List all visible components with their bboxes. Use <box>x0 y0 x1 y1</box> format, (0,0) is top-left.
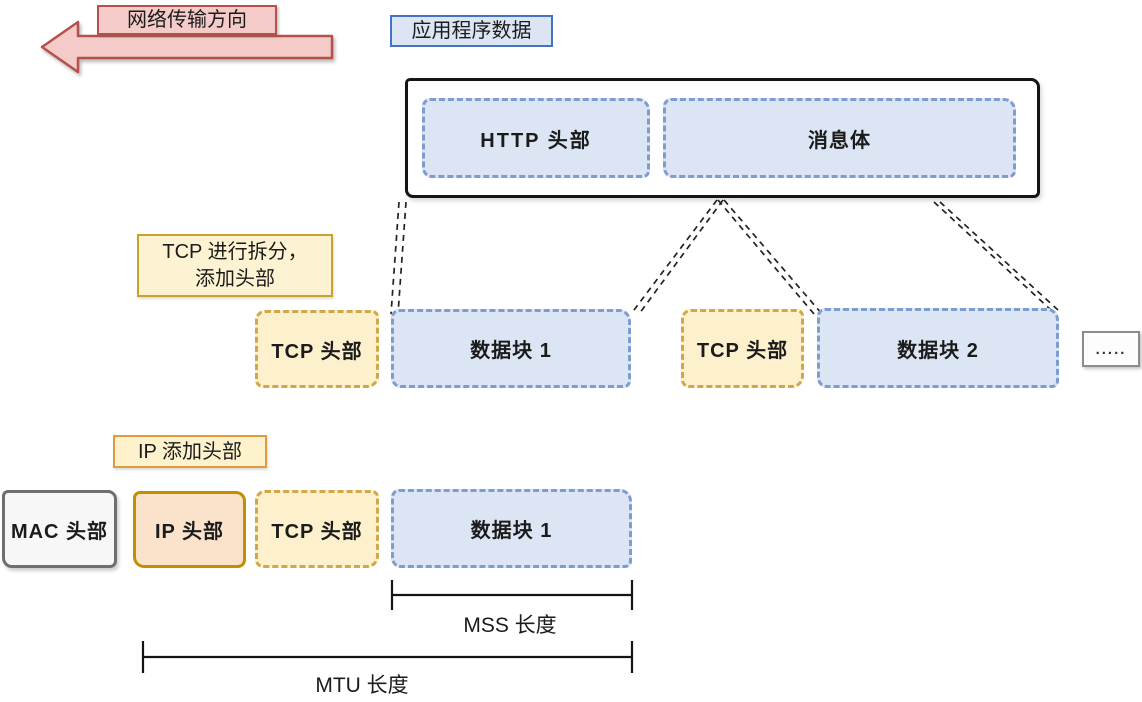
http-header-block: HTTP 头部 <box>422 98 650 178</box>
direction-label: 网络传输方向 <box>97 5 277 35</box>
connector-left-outer <box>390 201 400 315</box>
connector-right-outer <box>933 201 1052 311</box>
data-block-1: 数据块 1 <box>391 309 631 388</box>
more-blocks-indicator: ..... <box>1082 331 1140 367</box>
connector-mid-left-inner <box>638 199 724 315</box>
left-arrow-shape <box>40 20 334 74</box>
tcp-header-block-2: TCP 头部 <box>681 309 804 388</box>
ip-add-header-note: IP 添加头部 <box>113 435 267 468</box>
mac-header-block: MAC 头部 <box>2 490 117 568</box>
connector-left-inner <box>397 201 407 315</box>
tcp-split-note: TCP 进行拆分， 添加头部 <box>137 234 333 297</box>
split-connector-lines <box>390 199 1059 315</box>
tcp-split-note-line1: TCP 进行拆分， <box>162 240 308 263</box>
connector-mid-right-outer <box>717 199 815 315</box>
connector-mid-left-outer <box>630 199 718 315</box>
mtu-length-label: MTU 长度 <box>315 674 409 697</box>
tcp-header-block-1: TCP 头部 <box>255 310 379 388</box>
ip-header-block: IP 头部 <box>133 491 246 568</box>
data-block-2: 数据块 2 <box>817 308 1059 388</box>
connector-right-inner <box>939 201 1059 311</box>
tcp-header-block-3: TCP 头部 <box>255 490 379 568</box>
app-data-label: 应用程序数据 <box>390 15 553 47</box>
transmission-direction-arrow <box>40 20 334 74</box>
connector-mid-right-inner <box>723 199 823 315</box>
mss-length-bracket <box>390 580 634 610</box>
tcp-split-note-line2: 添加头部 <box>195 267 275 290</box>
mss-length-label: MSS 长度 <box>463 614 557 637</box>
data-block-1-framed: 数据块 1 <box>391 489 632 568</box>
message-body-block: 消息体 <box>663 98 1016 178</box>
